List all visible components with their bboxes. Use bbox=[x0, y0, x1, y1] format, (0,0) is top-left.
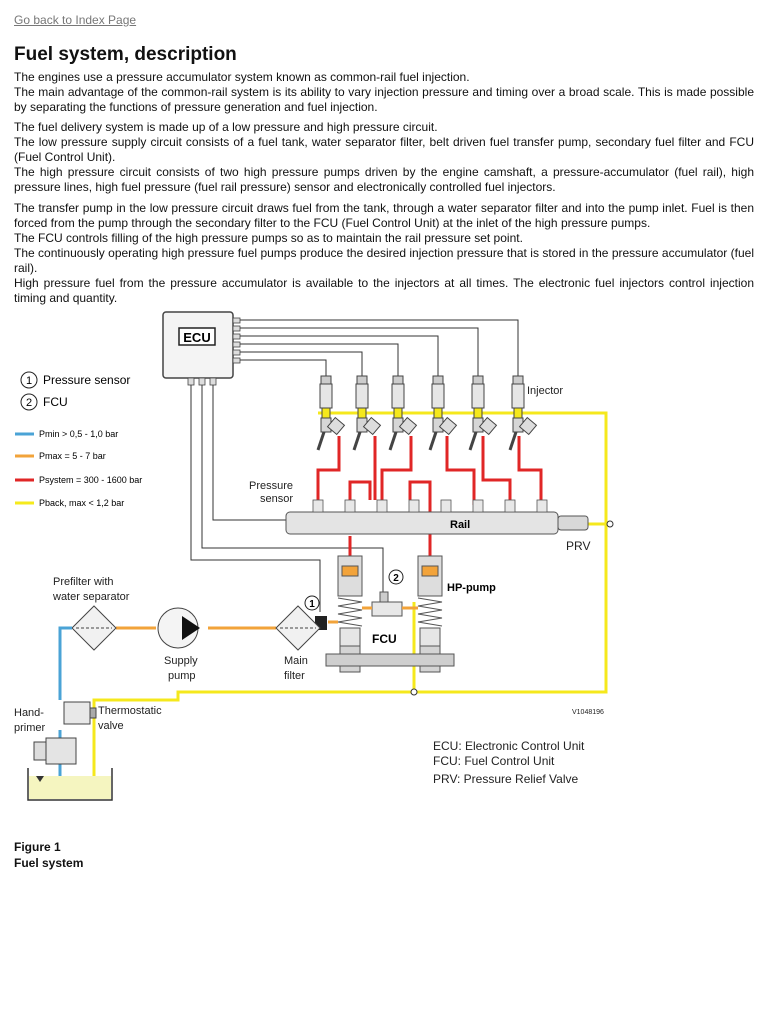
hp-pump-label: HP-pump bbox=[447, 582, 496, 594]
legend-pmin: Pmin > 0,5 - 1,0 bar bbox=[39, 429, 118, 439]
callout-legend: 1 Pressure sensor 2 FCU bbox=[20, 371, 130, 411]
prefilter bbox=[71, 605, 117, 651]
supply-pump bbox=[157, 607, 200, 649]
paragraph-line: The FCU controls filling of the high pre… bbox=[14, 231, 523, 245]
fuel-tank bbox=[27, 768, 113, 801]
main-filter-label-1: Main bbox=[284, 655, 308, 667]
hand-primer bbox=[33, 737, 77, 765]
injector bbox=[352, 375, 382, 451]
ecu-box: ECU bbox=[162, 311, 241, 386]
svg-text:2: 2 bbox=[393, 573, 399, 584]
paragraph-line: The continuously operating high pressure… bbox=[14, 246, 754, 275]
figure-number: Figure 1 bbox=[14, 840, 61, 854]
prv-label: PRV bbox=[566, 539, 590, 553]
abbrev-ecu: ECU: Electronic Control Unit bbox=[433, 739, 585, 753]
paragraph-line: The fuel delivery system is made up of a… bbox=[14, 120, 438, 134]
hand-primer-label-2: primer bbox=[14, 722, 46, 734]
svg-text:1: 1 bbox=[309, 599, 315, 610]
pressure-sensor-label-1: Pressure bbox=[249, 480, 293, 492]
abbrev-prv: PRV: Pressure Relief Valve bbox=[433, 772, 578, 786]
prefilter-label-1: Prefilter with bbox=[53, 576, 114, 588]
legend-psystem: Psystem = 300 - 1600 bar bbox=[39, 475, 142, 485]
pressure-legend: Pmin > 0,5 - 1,0 bar Pmax = 5 - 7 bar Ps… bbox=[15, 429, 142, 508]
supply-pump-label-1: Supply bbox=[164, 655, 198, 667]
fuel-rail: Rail bbox=[285, 499, 589, 535]
paragraph-line: High pressure fuel from the pressure acc… bbox=[14, 276, 754, 305]
legend-pmax: Pmax = 5 - 7 bar bbox=[39, 451, 106, 461]
pressure-sensor-label-2: sensor bbox=[260, 493, 293, 505]
main-filter bbox=[275, 605, 321, 651]
back-to-index-link[interactable]: Go back to Index Page bbox=[14, 13, 137, 27]
figure-caption: Fuel system bbox=[14, 856, 84, 870]
page-title: Fuel system, description bbox=[14, 44, 237, 65]
callout-2-text: FCU bbox=[43, 395, 68, 409]
paragraph-1: The engines use a pressure accumulator s… bbox=[14, 70, 754, 115]
legend-pback: Pback, max < 1,2 bar bbox=[39, 498, 124, 508]
abbrev-fcu: FCU: Fuel Control Unit bbox=[433, 754, 555, 768]
rail-label: Rail bbox=[450, 519, 470, 531]
supply-pump-label-2: pump bbox=[168, 670, 196, 682]
injector bbox=[468, 375, 498, 451]
callout-2-marker bbox=[388, 569, 404, 585]
injector-label: Injector bbox=[527, 385, 563, 397]
paragraph-line: The main advantage of the common-rail sy… bbox=[14, 85, 754, 114]
paragraph-line: The engines use a pressure accumulator s… bbox=[14, 70, 470, 84]
injector bbox=[508, 375, 538, 451]
fuel-system-diagram: ECU bbox=[14, 311, 614, 801]
injector bbox=[316, 375, 346, 451]
thermostatic-valve-label-1: Thermostatic bbox=[98, 705, 162, 717]
hand-primer-label-1: Hand- bbox=[14, 707, 44, 719]
svg-text:1: 1 bbox=[26, 375, 32, 387]
paragraph-line: The low pressure supply circuit consists… bbox=[14, 135, 754, 164]
callout-1-marker bbox=[304, 595, 320, 611]
main-filter-label-2: filter bbox=[284, 670, 305, 682]
injector bbox=[388, 375, 418, 451]
paragraph-2: The fuel delivery system is made up of a… bbox=[14, 120, 754, 195]
paragraph-line: The transfer pump in the low pressure ci… bbox=[14, 201, 754, 230]
prefilter-label-2: water separator bbox=[52, 591, 130, 603]
thermostatic-valve bbox=[63, 701, 97, 725]
paragraph-line: The high pressure circuit consists of tw… bbox=[14, 165, 754, 194]
injectors bbox=[316, 375, 538, 451]
svg-text:2: 2 bbox=[26, 397, 32, 409]
paragraph-3: The transfer pump in the low pressure ci… bbox=[14, 201, 754, 306]
thermostatic-valve-label-2: valve bbox=[98, 720, 124, 732]
injector bbox=[428, 375, 458, 451]
drawing-code: V1048196 bbox=[572, 709, 604, 716]
fcu-label: FCU bbox=[372, 632, 397, 646]
hp-pumps bbox=[325, 555, 455, 673]
ecu-label: ECU bbox=[183, 330, 210, 345]
callout-1-text: Pressure sensor bbox=[43, 373, 130, 387]
